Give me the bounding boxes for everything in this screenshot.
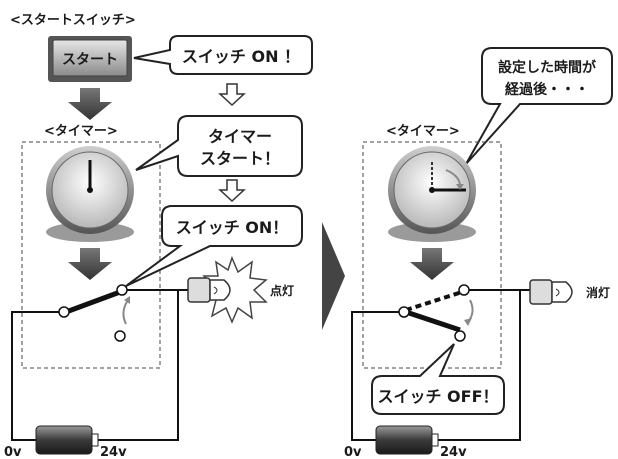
small-down-arrow-icon (218, 83, 246, 107)
bubble-switch-off: スイッチ OFF！ (371, 343, 505, 415)
next-step-arrow-icon (322, 222, 345, 330)
battery-right-icon (375, 425, 439, 455)
bubble-elapsed-line1: 設定した時間が (498, 59, 597, 76)
battery-left-neg: 0v (4, 445, 22, 459)
clock-right (388, 146, 476, 242)
start-switch-label: <スタートスイッチ> (10, 13, 136, 28)
bubble-elapsed: 設定した時間が 経過後・・・ (465, 47, 613, 165)
battery-right-pos: 24v (440, 445, 467, 459)
bubble-elapsed-line2: 経過後・・・ (505, 81, 589, 98)
down-arrow-icon (68, 88, 112, 120)
bubble-switch-on-2-text: スイッチ ON！ (176, 218, 289, 237)
battery-right-neg: 0v (344, 445, 362, 459)
bubble-switch-on: スイッチ ON ！ (133, 35, 313, 75)
down-arrow-icon (410, 248, 454, 280)
bubble-switch-on-text: スイッチ ON ！ (182, 47, 300, 66)
lamp-off-label: 消灯 (586, 285, 610, 300)
timer-label-right: <タイマー> (386, 124, 460, 139)
small-down-arrow-icon (218, 179, 246, 203)
battery-left-icon (35, 425, 99, 455)
lamp-on-label: 点灯 (270, 283, 294, 298)
bubble-switch-off-text: スイッチ OFF！ (377, 387, 498, 406)
lamp-off-icon (529, 279, 573, 305)
timer-label-left: <タイマー> (44, 124, 118, 139)
clock-left (46, 146, 134, 242)
circuit-right (351, 284, 530, 441)
bubble-timer-start-line1: タイマー (208, 127, 272, 146)
circuit-left (11, 284, 200, 441)
start-button-label: スタート (62, 52, 118, 68)
bubble-switch-on-2: スイッチ ON！ (125, 205, 303, 287)
bubble-timer-start-line2: スタート！ (200, 149, 280, 168)
lamp-lit-icon (187, 255, 268, 324)
start-button[interactable]: スタート (48, 36, 132, 82)
bubble-timer-start: タイマー スタート！ (135, 115, 303, 177)
battery-left-pos: 24v (100, 445, 127, 459)
down-arrow-icon (68, 248, 112, 280)
